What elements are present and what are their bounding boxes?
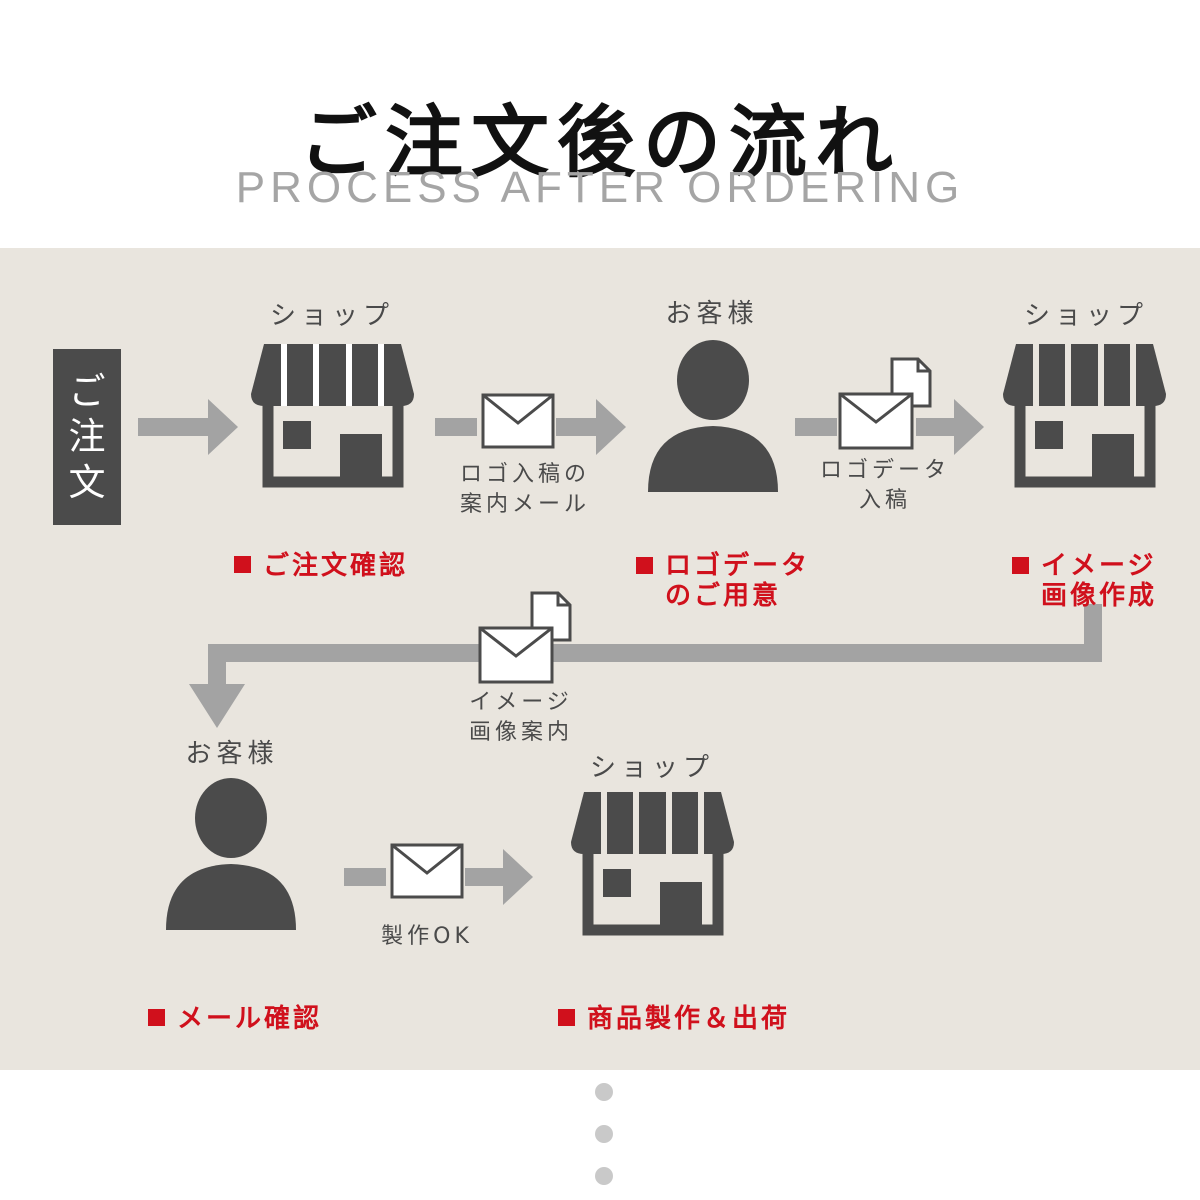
red-square-icon [558,1009,575,1026]
continuation-dot [595,1167,613,1185]
shop-awning-icon [1003,344,1166,488]
role-shop-3: ショップ [589,753,714,783]
caption-production-ok: 製作OK [381,924,473,949]
red-square-icon [636,557,653,574]
envelope-icon [481,393,555,449]
role-customer-1: お客様 [665,299,759,329]
shop-awning-icon [251,344,414,488]
role-shop-2: ショップ [1023,301,1148,331]
person-icon [166,778,296,930]
step-produce-ship: 商品製作＆出荷 [558,974,790,1034]
role-shop-1: ショップ [269,301,394,331]
continuation-dot [595,1083,613,1101]
caption-logo-guide-mail: ロゴ入稿の 案内メール [459,462,590,517]
step-order-confirm: ご注文確認 [234,521,408,581]
envelope-icon [390,843,464,899]
red-square-icon [1012,557,1029,574]
order-start-box: ご注文 [53,349,121,525]
page-subtitle: PROCESS AFTER ORDERING [235,163,965,212]
shop-awning-icon [571,792,734,936]
role-customer-2: お客様 [185,739,279,769]
order-start-label: ご注文 [68,370,106,504]
envelope-with-document-icon [478,591,572,684]
continuation-dot [595,1125,613,1143]
caption-logo-submit: ロゴデータ 入稿 [819,458,950,513]
person-icon [648,340,778,492]
step-image-create: イメージ 画像作成 [1012,521,1157,611]
red-square-icon [234,556,251,573]
red-square-icon [148,1009,165,1026]
step-logo-prepare: ロゴデータ のご用意 [636,521,810,611]
caption-image-guide: イメージ 画像案内 [468,690,573,745]
envelope-with-document-icon [838,357,932,450]
step-mail-confirm: メール確認 [148,974,322,1034]
page-title: ご注文後の流れ [298,98,901,189]
